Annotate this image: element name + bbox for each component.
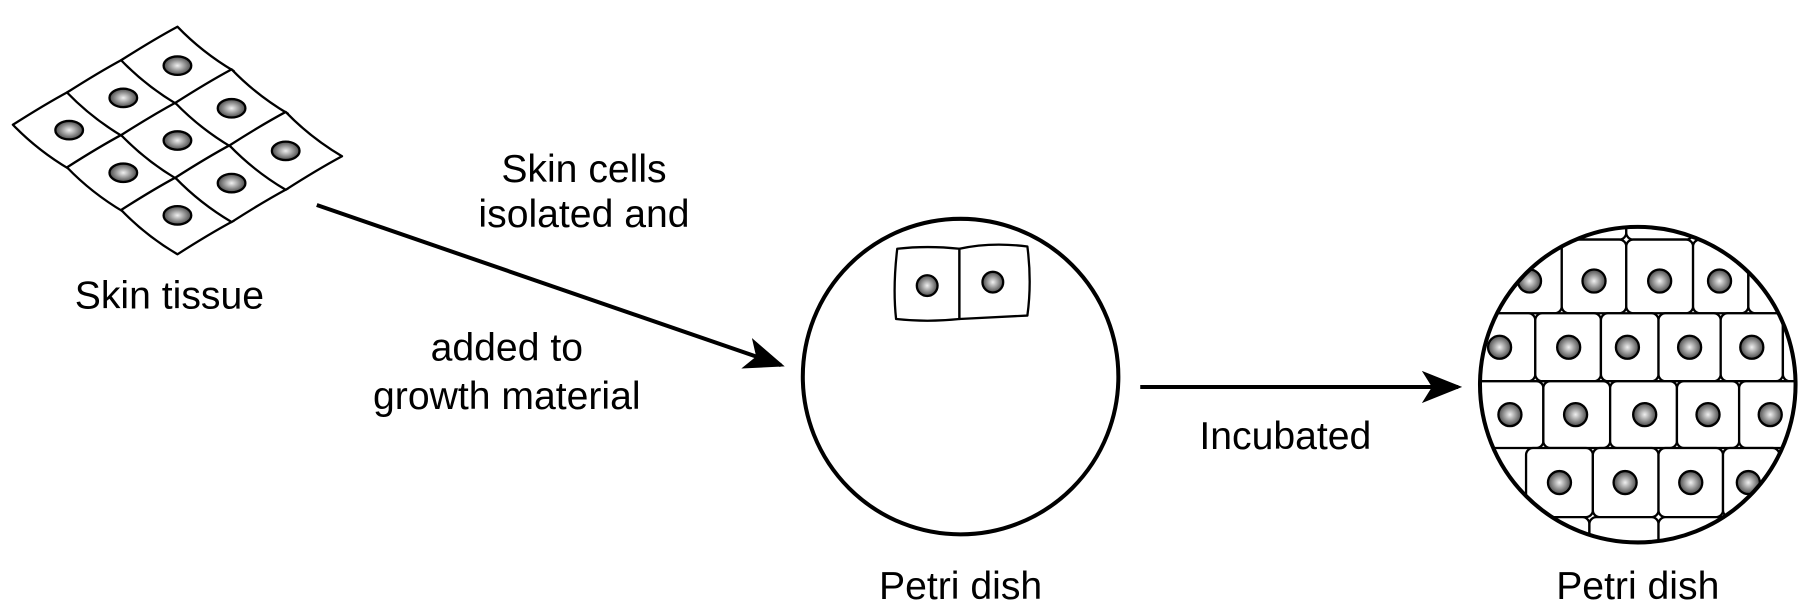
nucleus [1646, 268, 1673, 294]
nucleus [915, 274, 939, 298]
nucleus [54, 119, 85, 141]
cultured-cell [1781, 312, 1795, 383]
nucleus [108, 162, 139, 184]
petri-dish-confluent [1477, 224, 1798, 545]
nucleus [1562, 401, 1589, 428]
cultured-cell [1726, 515, 1795, 542]
petri-dish-1-label: Petri dish [879, 565, 1042, 608]
nucleus [1486, 334, 1513, 360]
nucleus [1581, 268, 1607, 294]
nucleus [216, 172, 247, 194]
nucleus [162, 55, 193, 77]
nucleus [162, 130, 193, 151]
nucleus [1678, 469, 1704, 496]
cultured-cell [1481, 238, 1563, 315]
step2-text: Incubated [1199, 415, 1371, 458]
cultured-cell [1747, 238, 1795, 315]
cultured-cell [1481, 380, 1545, 450]
nucleus [1614, 334, 1641, 360]
nucleus [216, 97, 247, 119]
nucleus [1546, 469, 1573, 496]
nucleus [1695, 401, 1721, 428]
step1-text-line1: Skin cells [501, 148, 666, 191]
nucleus [162, 205, 193, 226]
cultured-cell [1691, 228, 1759, 241]
nucleus [1706, 268, 1733, 294]
skin-tissue-label: Skin tissue [75, 275, 264, 318]
nucleus [1757, 401, 1783, 428]
petri-dish-initial [800, 216, 1121, 537]
nucleus [1612, 469, 1638, 496]
nucleus [1632, 401, 1658, 428]
nucleus [1556, 334, 1582, 360]
petri-dish-2-label: Petri dish [1556, 565, 1719, 608]
nucleus [108, 87, 139, 109]
step1-text-line2: isolated and [478, 193, 689, 236]
step1-text-line4: growth material [373, 375, 641, 418]
nucleus [1676, 334, 1703, 360]
nucleus [1497, 401, 1523, 428]
cultured-cell [1496, 228, 1563, 241]
nucleus [981, 270, 1005, 294]
nucleus [270, 140, 301, 162]
isolation-arrow [316, 203, 785, 369]
nucleus [1739, 334, 1765, 360]
step1-text-line3: added to [431, 326, 583, 369]
skin-tissue-illustration [11, 25, 344, 256]
